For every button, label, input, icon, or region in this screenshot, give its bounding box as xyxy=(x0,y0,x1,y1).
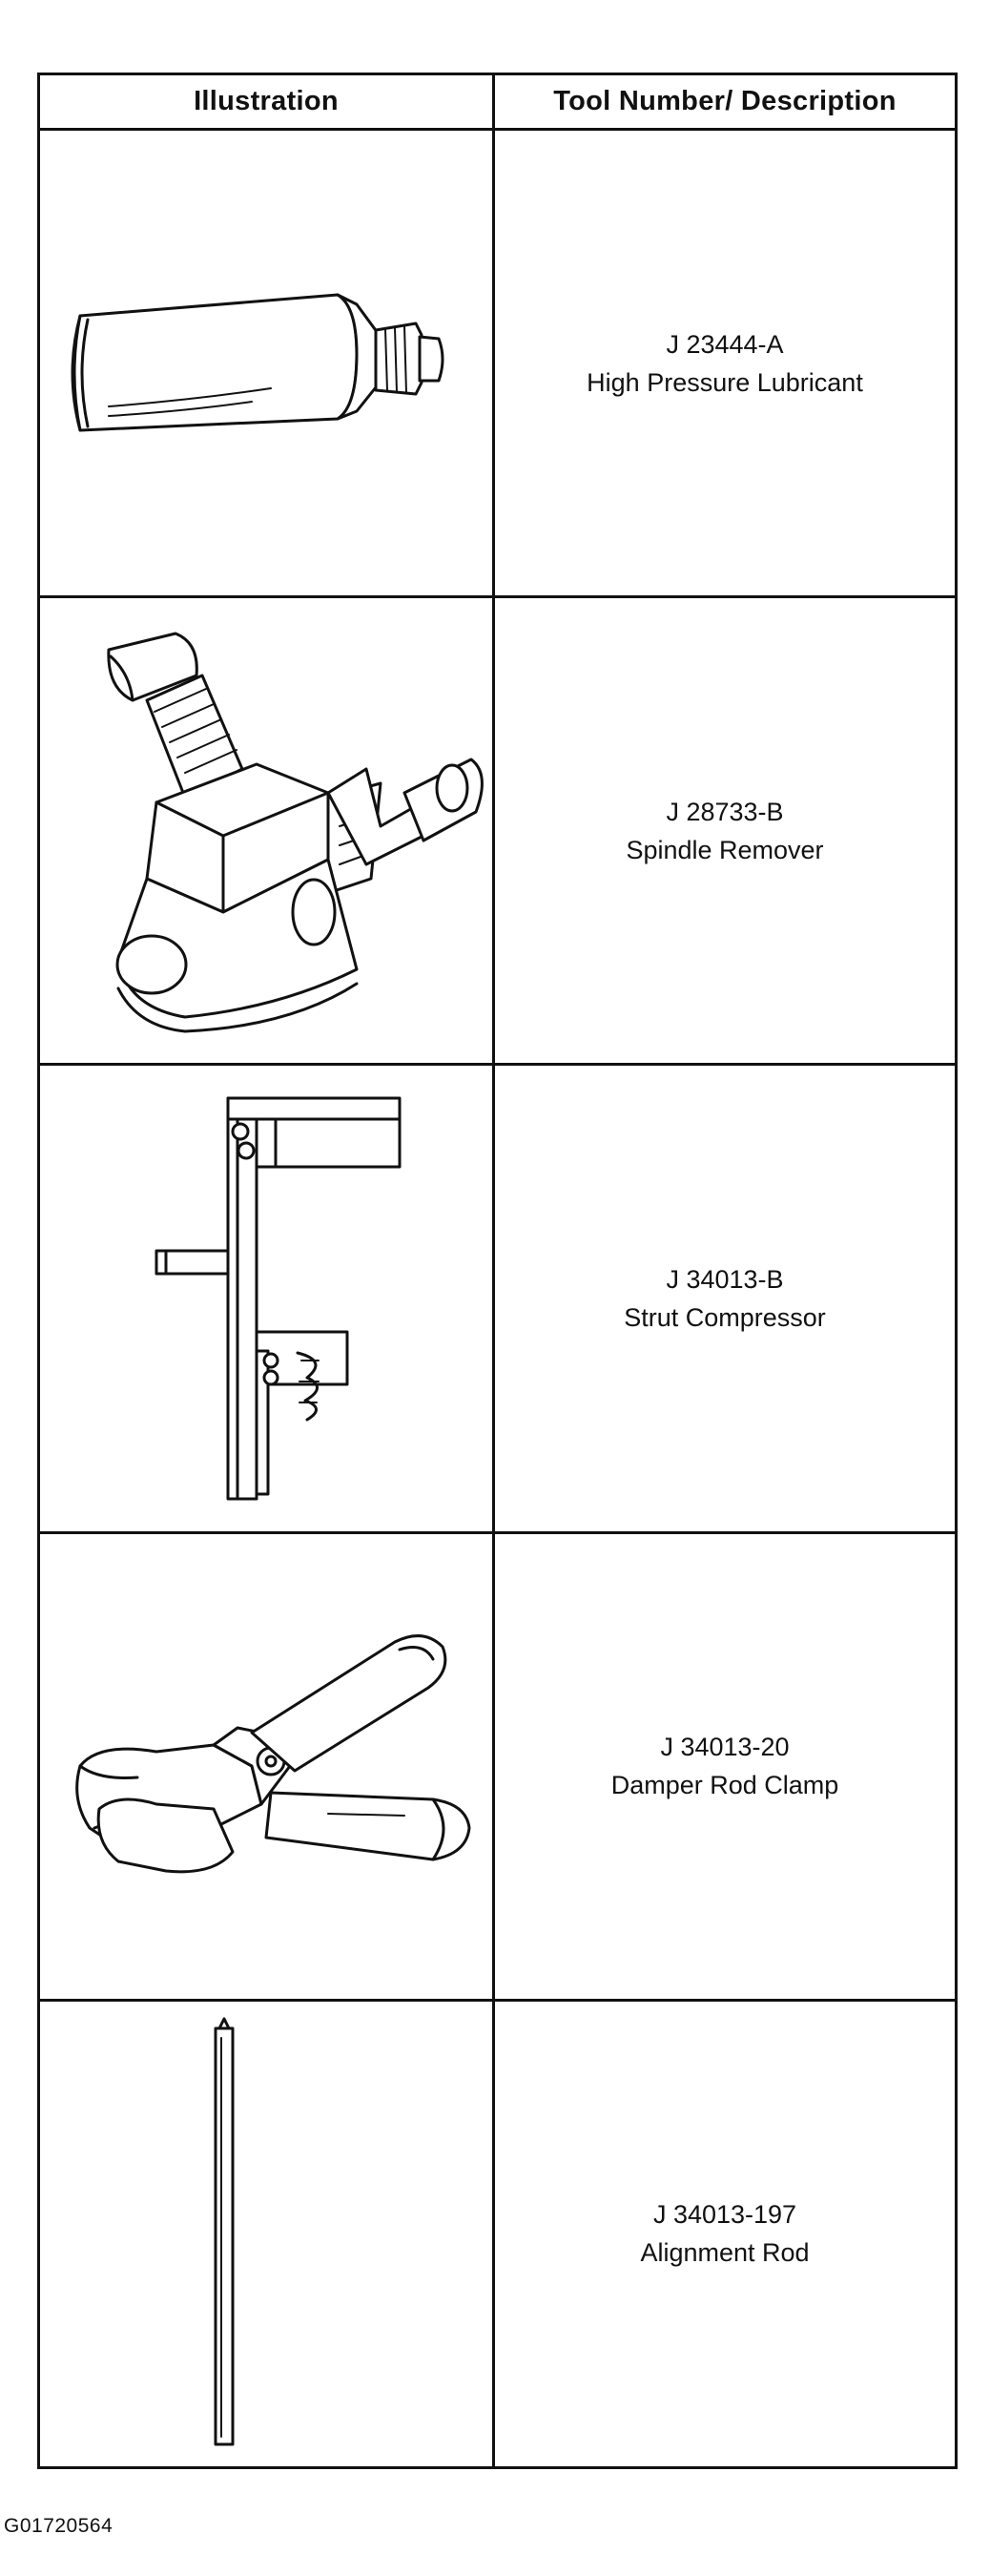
tool-description: Spindle Remover xyxy=(626,835,824,864)
illustration-cell xyxy=(37,1998,495,2470)
tool-description: Alignment Rod xyxy=(640,2238,810,2268)
illustration-cell xyxy=(37,595,495,1067)
tool-number: J 34013-20 xyxy=(660,1733,790,1762)
table-header-row: Illustration Tool Number/ Description xyxy=(37,73,958,131)
table-row: J 34013-20 Damper Rod Clamp xyxy=(37,1530,958,2002)
alignment-rod-icon xyxy=(214,2017,235,2446)
illustration-cell xyxy=(37,127,495,599)
figure-id: G01720564 xyxy=(4,2515,113,2537)
tool-number: J 34013-197 xyxy=(652,2200,797,2230)
tool-number: J 23444-A xyxy=(666,329,784,359)
tool-number: J 28733-B xyxy=(666,797,784,826)
special-tools-table: Illustration Tool Number/ Description xyxy=(37,73,958,2470)
strut-compressor-icon xyxy=(155,1096,402,1501)
illustration-cell xyxy=(37,1530,495,2002)
tool-description-cell: J 34013-197 Alignment Rod xyxy=(492,1998,958,2470)
tool-number: J 34013-B xyxy=(666,1264,784,1294)
tool-description: Strut Compressor xyxy=(624,1302,826,1332)
header-illustration: Illustration xyxy=(37,73,495,131)
table-row: J 34013-197 Alignment Rod xyxy=(37,1998,958,2470)
damper-rod-clamp-icon xyxy=(75,1634,471,1874)
tool-description-cell: J 34013-20 Damper Rod Clamp xyxy=(492,1530,958,2002)
tool-description: Damper Rod Clamp xyxy=(610,1771,839,1800)
tool-description-cell: J 34013-B Strut Compressor xyxy=(492,1063,958,1534)
table-row: J 23444-A High Pressure Lubricant xyxy=(37,127,958,599)
header-tool-description: Tool Number/ Description xyxy=(492,73,958,131)
tool-description-cell: J 23444-A High Pressure Lubricant xyxy=(492,127,958,599)
illustration-cell xyxy=(37,1063,495,1534)
spindle-remover-icon xyxy=(107,632,484,1033)
tool-description: High Pressure Lubricant xyxy=(587,367,863,397)
tool-description-cell: J 28733-B Spindle Remover xyxy=(492,595,958,1067)
lubricant-tube-icon xyxy=(71,293,444,432)
table-row: J 34013-B Strut Compressor xyxy=(37,1063,958,1534)
table-row: J 28733-B Spindle Remover xyxy=(37,595,958,1067)
